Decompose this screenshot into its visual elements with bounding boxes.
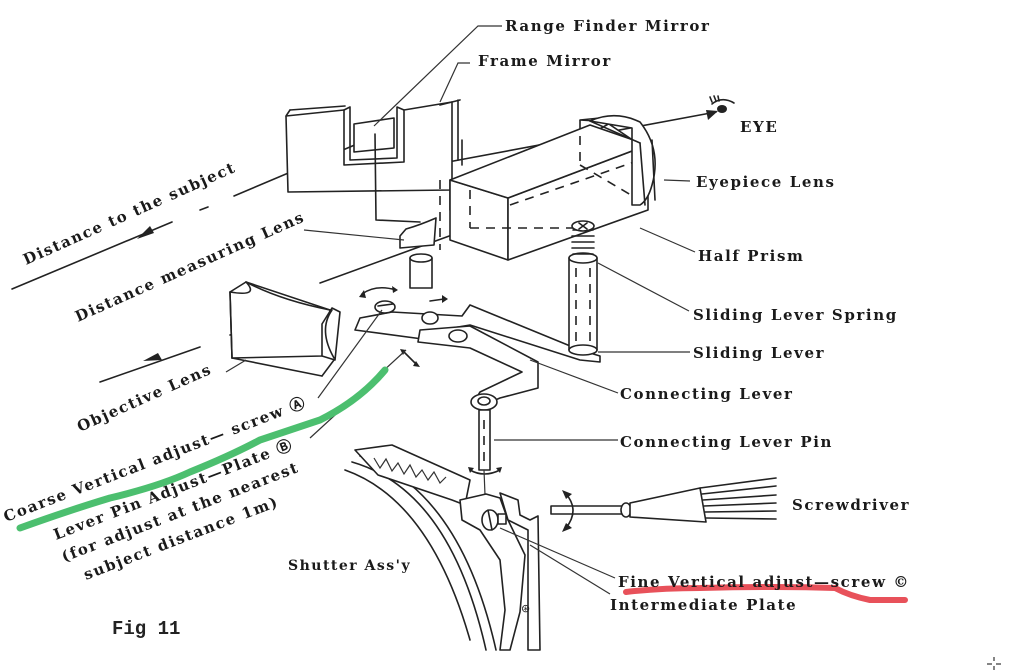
plate-marker-icon: ⊛ <box>521 602 530 615</box>
label-connecting-lever: Connecting Lever <box>620 385 794 403</box>
label-sliding-lever: Sliding Lever <box>693 344 825 362</box>
distance-measuring-lens <box>399 180 441 289</box>
coarse-screw-head <box>374 300 396 314</box>
label-frame-mirror: Frame Mirror <box>478 52 612 70</box>
label-shutter-assy: Shutter Ass'y <box>288 558 411 574</box>
label-objective-lens: Objective Lens <box>74 360 214 436</box>
leader-lines <box>225 25 696 595</box>
sliding-lever-spring <box>568 220 598 356</box>
arrow-icon <box>143 353 162 361</box>
eye-arrow-icon <box>706 110 718 120</box>
arrow-icon <box>137 226 154 239</box>
lever-assembly <box>354 286 601 405</box>
label-range-finder-mirror: Range Finder Mirror <box>505 17 711 35</box>
label-sliding-lever-spring: Sliding Lever Spring <box>693 306 898 324</box>
objective-lens <box>229 281 341 377</box>
label-connecting-lever-pin: Connecting Lever Pin <box>620 433 833 451</box>
red-highlight <box>623 584 908 603</box>
eye-icon <box>709 95 735 113</box>
label-half-prism: Half Prism <box>698 247 804 265</box>
eyepiece-lens <box>589 114 656 206</box>
green-highlight <box>16 366 389 532</box>
label-intermediate-plate: Intermediate Plate <box>610 596 797 614</box>
connecting-lever-pin <box>468 393 502 521</box>
label-eyepiece-lens: Eyepiece Lens <box>696 173 836 191</box>
half-prism <box>449 117 649 261</box>
screwdriver <box>550 477 777 532</box>
crop-mark-icon <box>987 657 1001 670</box>
cross-screw-icon <box>578 222 588 230</box>
figure-caption: Fig 11 <box>112 618 180 640</box>
label-fine-vertical-adjust-screw: Fine Vertical adjust—screw © <box>618 573 910 591</box>
label-eye: EYE <box>740 118 778 136</box>
mirror-frame <box>285 99 463 223</box>
label-screwdriver: Screwdriver <box>792 496 910 514</box>
shutter-assembly: ⊛ <box>344 444 541 651</box>
